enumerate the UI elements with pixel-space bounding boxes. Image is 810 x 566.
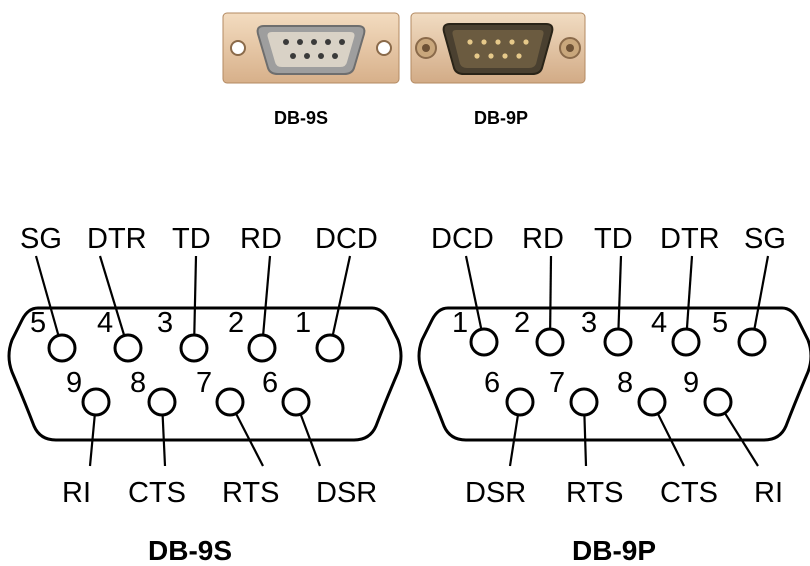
db9p-lead-ri bbox=[723, 412, 759, 467]
db9p-pin-2: 2 bbox=[514, 307, 530, 339]
db9s-signal-dcd: DCD bbox=[315, 223, 378, 255]
db9s-pin-2: 2 bbox=[228, 307, 244, 339]
db9p-pin-1: 1 bbox=[452, 307, 468, 339]
pinout-diagrams: SG DTR TD RD DCD 5 4 3 2 1 9 8 7 6 RI CT… bbox=[7, 223, 810, 566]
db9p-pin-5-socket bbox=[737, 327, 767, 357]
db9p-pin-9-socket bbox=[703, 387, 733, 417]
db9p-pin-3-socket bbox=[603, 327, 633, 357]
db9p-pin-6: 6 bbox=[484, 367, 500, 399]
db9p-signal-td: TD bbox=[594, 223, 633, 255]
db9s-lead-dcd bbox=[331, 255, 352, 336]
db9s-pin-2-socket bbox=[247, 333, 277, 363]
db9s-lead-dsr bbox=[299, 413, 322, 467]
db9s-lead-td bbox=[193, 255, 198, 336]
db9p-pin-9: 9 bbox=[683, 367, 699, 399]
db9p-signal-sg: SG bbox=[744, 223, 786, 255]
db9s-lead-sg bbox=[34, 255, 60, 336]
db9s-pin-6-socket bbox=[281, 387, 311, 417]
db9s-lead-rd bbox=[262, 255, 272, 336]
db9s-pin-9-socket bbox=[81, 387, 111, 417]
db9p-signal-cts: CTS bbox=[660, 477, 718, 509]
db9s-pin-1: 1 bbox=[295, 307, 311, 339]
db9s-signal-rts: RTS bbox=[222, 477, 279, 509]
db9p-pin-7-socket bbox=[569, 387, 599, 417]
db9p-pin-4: 4 bbox=[651, 307, 667, 339]
db9s-pin-5-socket bbox=[47, 333, 77, 363]
db9p-signal-dtr: DTR bbox=[660, 223, 720, 255]
db9p-lead-cts bbox=[656, 413, 685, 467]
db9p-lead-rts bbox=[583, 414, 588, 467]
db9s-pin-3: 3 bbox=[157, 307, 173, 339]
db9p-signal-dcd: DCD bbox=[431, 223, 494, 255]
db9s-pin-5: 5 bbox=[30, 307, 46, 339]
photo-caption-db9s: DB-9S bbox=[274, 108, 329, 128]
db9s-pin-9: 9 bbox=[66, 367, 82, 399]
db9s-pin-7: 7 bbox=[196, 367, 212, 399]
db9p-pin-3: 3 bbox=[581, 307, 597, 339]
db9p-pin-6-socket bbox=[505, 387, 535, 417]
db9p-pin-7: 7 bbox=[549, 367, 565, 399]
db9s-signal-rd: RD bbox=[240, 223, 282, 255]
db9p-signal-ri: RI bbox=[754, 477, 783, 509]
db9p-pinout: DCD RD TD DTR SG 1 2 3 4 5 6 7 8 9 DSR R… bbox=[417, 223, 810, 566]
db9s-pin-4: 4 bbox=[97, 307, 113, 339]
db9p-lead-dtr bbox=[685, 255, 694, 330]
db9p-pin-8: 8 bbox=[617, 367, 633, 399]
db9p-title: DB-9P bbox=[572, 535, 656, 566]
db9p-pin-1-socket bbox=[469, 327, 499, 357]
db9s-pinout: SG DTR TD RD DCD 5 4 3 2 1 9 8 7 6 RI CT… bbox=[7, 223, 403, 566]
db9s-pin-8-socket bbox=[147, 387, 177, 417]
db9p-lead-td bbox=[617, 255, 623, 330]
db9p-pin-5: 5 bbox=[712, 307, 728, 339]
db9s-signal-dsr: DSR bbox=[316, 477, 377, 509]
db9s-pin-3-socket bbox=[179, 333, 209, 363]
db9-male-photo bbox=[410, 12, 586, 84]
db9s-lead-cts bbox=[161, 414, 167, 467]
db9p-lead-rd bbox=[549, 255, 553, 330]
db9p-pin-4-socket bbox=[671, 327, 701, 357]
db9p-pin-2-socket bbox=[535, 327, 565, 357]
photo-caption-db9p: DB-9P bbox=[474, 108, 529, 128]
db9p-lead-sg bbox=[753, 255, 770, 330]
db9s-pin-1-socket bbox=[315, 333, 345, 363]
db9s-lead-rts bbox=[234, 413, 264, 467]
db9s-pin-8: 8 bbox=[130, 367, 146, 399]
db9s-shell-outline bbox=[7, 306, 403, 442]
db9s-pin-7-socket bbox=[215, 387, 245, 417]
db9p-lead-dcd bbox=[464, 255, 483, 330]
db9s-pin-4-socket bbox=[113, 333, 143, 363]
db9s-title: DB-9S bbox=[148, 535, 232, 566]
db9s-lead-ri bbox=[88, 414, 96, 467]
db9-female-photo bbox=[222, 12, 400, 84]
db9s-pin-6: 6 bbox=[262, 367, 278, 399]
db9s-signal-td: TD bbox=[172, 223, 211, 255]
db9s-signal-cts: CTS bbox=[128, 477, 186, 509]
db9s-signal-sg: SG bbox=[20, 223, 62, 255]
db9s-signal-dtr: DTR bbox=[87, 223, 147, 255]
db9p-signal-rts: RTS bbox=[566, 477, 623, 509]
db9p-shell-outline bbox=[417, 306, 810, 442]
db9s-signal-ri: RI bbox=[62, 477, 91, 509]
db9s-lead-dtr bbox=[98, 255, 126, 336]
db9p-signal-rd: RD bbox=[522, 223, 564, 255]
db9p-pin-8-socket bbox=[637, 387, 667, 417]
db9p-lead-dsr bbox=[508, 414, 520, 467]
db9p-signal-dsr: DSR bbox=[465, 477, 526, 509]
